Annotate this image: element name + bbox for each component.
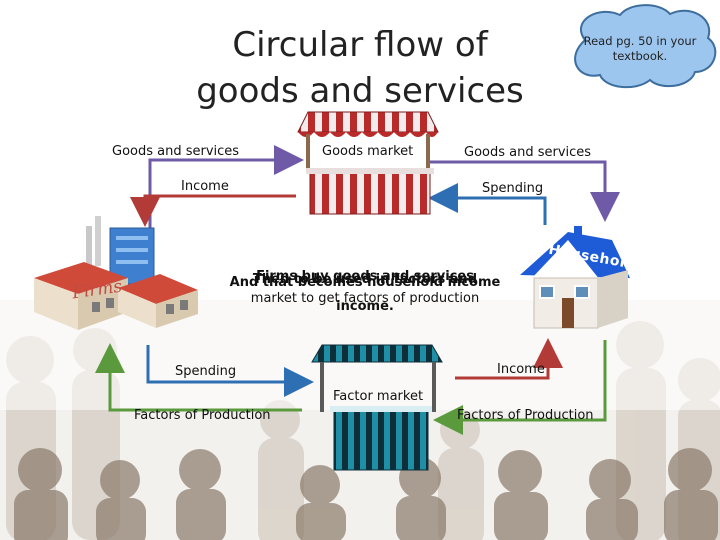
slide-title: Circular flow of goods and services xyxy=(180,22,540,114)
overlap-line-b: Then to be used in factors and xyxy=(252,272,478,287)
cloud-shape xyxy=(574,4,717,89)
arrow-income-to-firms xyxy=(130,194,296,227)
label-income-bottom: Income xyxy=(497,362,545,377)
label-goods-and-services-right: Goods and services xyxy=(464,145,592,160)
title-line-2: goods and services xyxy=(196,71,524,111)
label-goods-and-services-left: Goods and services xyxy=(112,144,240,159)
overlap-line-d: market to get factors of production xyxy=(250,291,480,306)
arrow-spending-to-market xyxy=(428,183,547,225)
arrow-factors-to-firms xyxy=(95,343,302,412)
overlap-line-e: income. xyxy=(336,299,394,314)
arrow-income-to-households xyxy=(455,338,563,380)
arrow-spending-to-factor-market xyxy=(146,345,314,397)
textbook-note-line-1: Read pg. 50 in your xyxy=(583,34,697,48)
arrow-factors-to-market xyxy=(433,340,607,435)
label-factors-of-production-left: Factors of Production xyxy=(134,408,271,423)
label-goods-market: Goods market xyxy=(322,144,414,159)
label-spending-bottom: Spending xyxy=(175,364,237,379)
label-spending-top: Spending xyxy=(482,181,544,196)
factor-market-stall-icon xyxy=(311,344,443,471)
textbook-note-line-2: textbook. xyxy=(612,49,668,63)
label-factors-of-production-right: Factors of Production xyxy=(457,408,594,423)
house-icon xyxy=(520,226,630,329)
overlap-line-a: Firms buy goods and services xyxy=(256,269,474,284)
textbook-note: Read pg. 50 in your textbook. xyxy=(574,34,706,64)
factory-icon xyxy=(34,216,198,330)
title-line-1: Circular flow of xyxy=(232,25,488,65)
label-income-top: Income xyxy=(181,179,229,194)
arrow-goods-to-market-left xyxy=(148,145,304,240)
label-factor-market: Factor market xyxy=(333,389,424,404)
goods-market-stall-icon xyxy=(297,111,439,215)
arrow-goods-to-households xyxy=(430,160,620,222)
overlap-line-c: And that becomes household income xyxy=(229,275,501,290)
